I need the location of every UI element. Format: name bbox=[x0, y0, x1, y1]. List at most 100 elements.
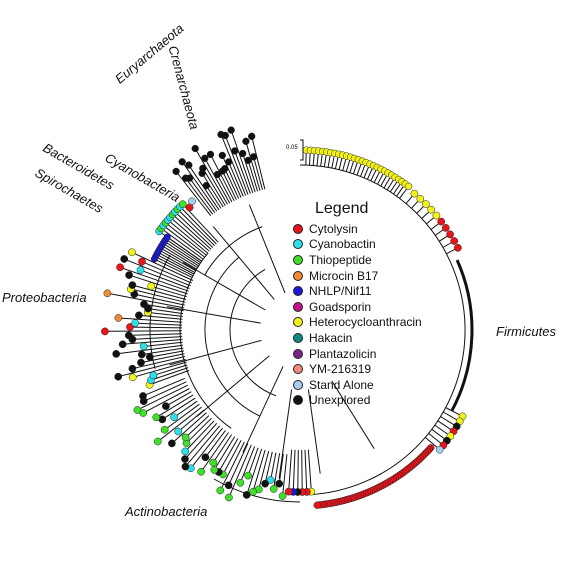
tree-tip bbox=[239, 149, 247, 158]
tree-branch bbox=[155, 364, 188, 376]
tree-branch bbox=[163, 246, 198, 268]
tree-arc bbox=[204, 256, 261, 417]
tree-branch bbox=[165, 241, 200, 265]
tree-tip bbox=[185, 161, 193, 169]
tree-branch bbox=[213, 434, 233, 462]
tree-branch bbox=[167, 239, 201, 264]
tree-tip bbox=[216, 486, 225, 495]
legend-item: NHLP/Nif11 bbox=[293, 283, 463, 299]
legend-swatch bbox=[293, 223, 303, 234]
tree-branch bbox=[136, 294, 185, 306]
tree-tip bbox=[101, 327, 109, 336]
tree-branch bbox=[186, 420, 215, 451]
legend-item: Heterocycloanthracin bbox=[293, 315, 463, 331]
tree-branch bbox=[265, 451, 273, 482]
tree-branch bbox=[159, 252, 195, 273]
tree-tip bbox=[172, 167, 180, 176]
tree-branch bbox=[352, 161, 359, 175]
tree-branch bbox=[134, 361, 187, 378]
tree-branch bbox=[242, 366, 284, 453]
legend-swatch bbox=[293, 301, 303, 312]
tree-branch bbox=[223, 440, 242, 473]
tree-tip bbox=[313, 501, 321, 509]
tree-tip bbox=[178, 158, 186, 166]
tree-branch bbox=[301, 449, 303, 491]
label-actinobacteria: Actinobacteria bbox=[125, 504, 208, 519]
tree-branch bbox=[279, 453, 284, 482]
tree-branch bbox=[248, 162, 259, 192]
tree-tip bbox=[174, 427, 183, 436]
tree-branch bbox=[179, 409, 205, 431]
legend-title: Legend bbox=[315, 200, 369, 217]
tree-branch bbox=[185, 422, 218, 458]
tree-branch bbox=[442, 411, 459, 421]
scale-bar bbox=[300, 139, 304, 161]
tree-branch bbox=[144, 388, 190, 413]
tree-branches bbox=[106, 131, 474, 503]
tree-branch bbox=[349, 160, 355, 173]
tree-branch bbox=[190, 179, 216, 213]
legend-label: YM-216319 bbox=[309, 362, 372, 377]
tree-branch bbox=[125, 259, 191, 287]
tree-branch bbox=[166, 223, 207, 256]
tree-tip bbox=[210, 466, 219, 474]
tree-branch bbox=[206, 430, 226, 456]
tree-branch bbox=[201, 432, 229, 471]
tree-branch bbox=[248, 204, 286, 294]
legend-label: Goadsporin bbox=[309, 299, 372, 314]
tree-branch bbox=[389, 180, 398, 193]
tree-tip bbox=[224, 481, 233, 490]
tree-branch bbox=[304, 449, 308, 490]
legend-item: Goadsporin bbox=[293, 299, 463, 315]
tree-branch bbox=[273, 453, 281, 487]
tree-branch bbox=[181, 207, 217, 245]
tree-branch bbox=[248, 447, 259, 474]
tree-branch bbox=[363, 165, 370, 179]
tree-branch bbox=[169, 220, 209, 254]
tree-tip bbox=[128, 281, 137, 289]
tree-tip-markers bbox=[101, 126, 467, 509]
tree-arc bbox=[229, 268, 277, 397]
legend-item: Plantazolicin bbox=[293, 346, 463, 362]
tree-tip bbox=[249, 153, 258, 161]
tree-branch bbox=[145, 304, 184, 312]
legend-swatch bbox=[293, 270, 303, 281]
tree-tip bbox=[221, 165, 229, 173]
tree-branch bbox=[167, 391, 192, 406]
tree-branch bbox=[134, 285, 187, 300]
tree-arc bbox=[450, 259, 474, 412]
tree-branch bbox=[331, 380, 375, 449]
tree-branch bbox=[396, 185, 405, 197]
tree-tip bbox=[145, 353, 154, 361]
tree-branch bbox=[131, 326, 183, 329]
tree-branch bbox=[186, 425, 221, 466]
tree-tip bbox=[213, 170, 221, 179]
tree-branch bbox=[220, 441, 245, 489]
tree-branch bbox=[245, 143, 261, 191]
tree-tip bbox=[201, 453, 210, 462]
tree-branch bbox=[169, 339, 262, 366]
tree-branch bbox=[297, 449, 299, 491]
tree-tip bbox=[206, 150, 215, 159]
tree-branch bbox=[164, 244, 199, 267]
tree-branch bbox=[151, 350, 184, 358]
tree-branch bbox=[138, 384, 189, 410]
tree-branch bbox=[175, 400, 198, 417]
tree-tip bbox=[138, 257, 146, 266]
tree-branch bbox=[282, 454, 288, 495]
legend-label: Cytolysin bbox=[309, 221, 358, 236]
tree-tip bbox=[446, 230, 454, 239]
scale-bar-label: 0.05 bbox=[286, 145, 298, 151]
tree-branch bbox=[182, 163, 218, 212]
tree-branch bbox=[307, 449, 312, 490]
legend-label: Plantazolicin bbox=[309, 346, 377, 361]
tree-tip bbox=[149, 371, 158, 380]
tree-branch bbox=[186, 415, 210, 437]
tree-branch bbox=[191, 427, 223, 468]
tree-tip bbox=[188, 197, 196, 206]
tree-branch bbox=[356, 162, 362, 176]
tree-branch bbox=[320, 153, 323, 167]
tree-branch bbox=[225, 170, 240, 199]
legend-item: Stand Alone bbox=[293, 377, 463, 393]
tree-branch bbox=[106, 330, 183, 332]
